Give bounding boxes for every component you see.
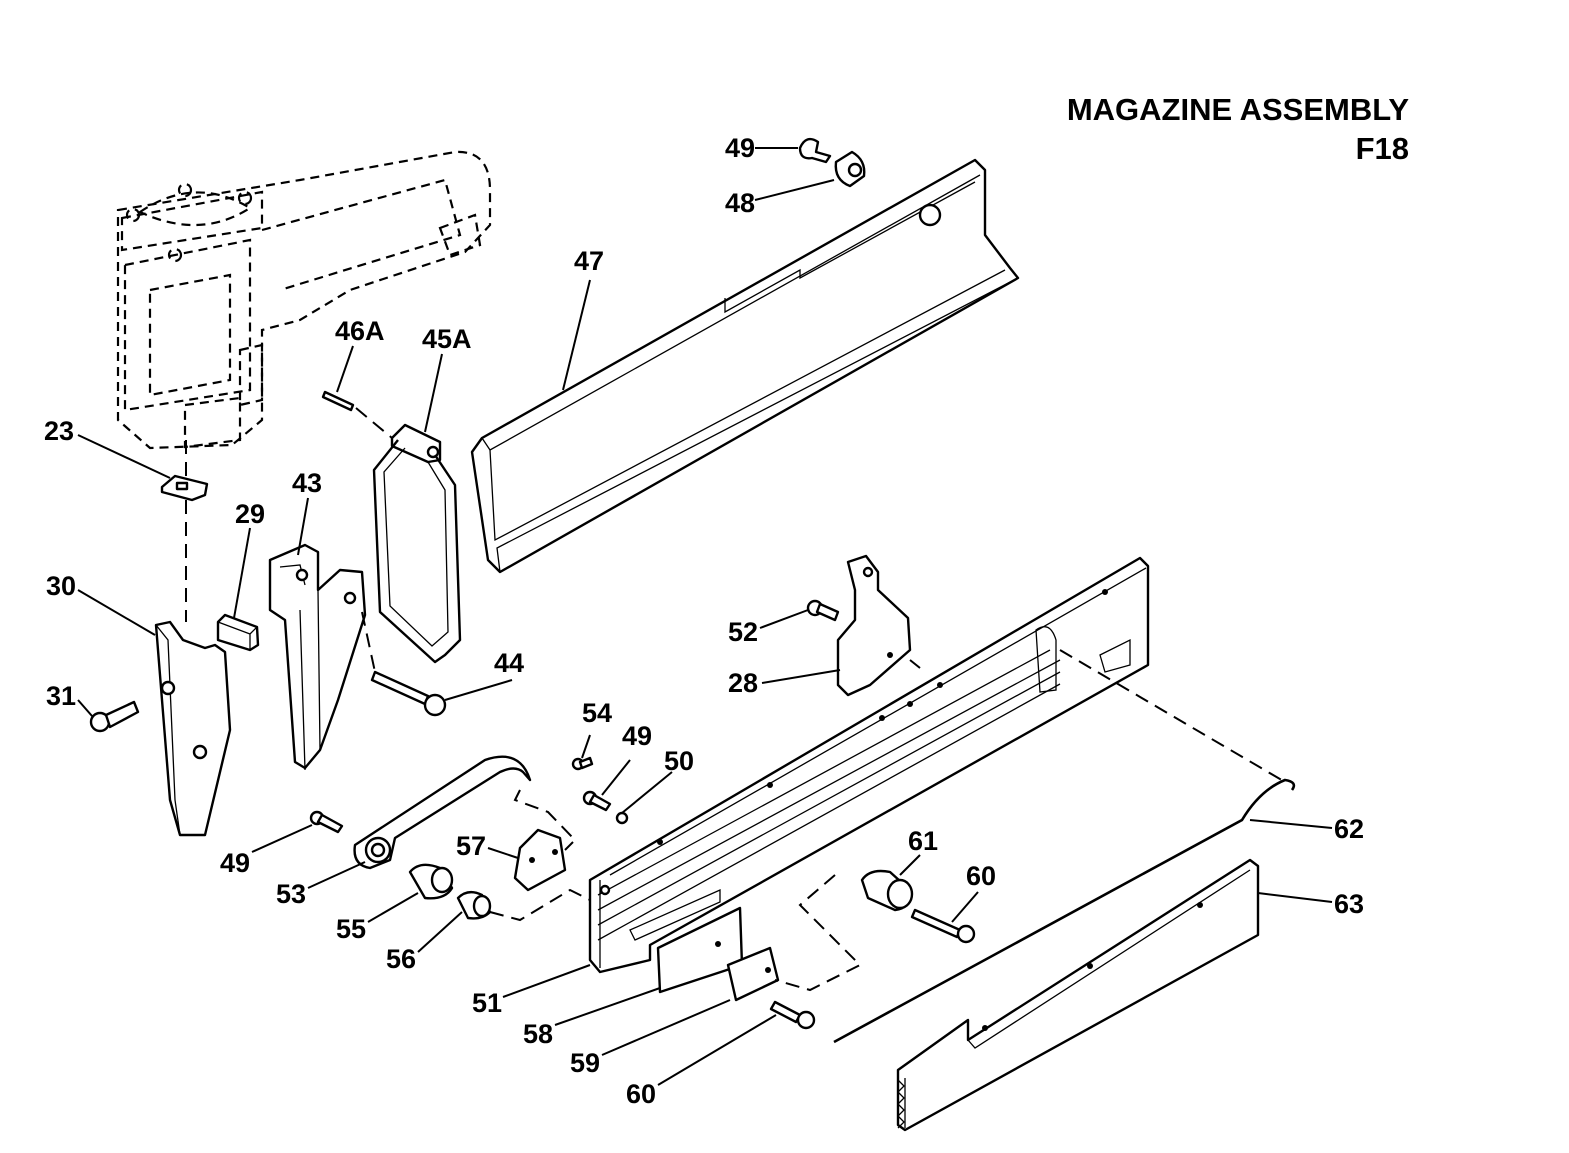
callout-55: 55: [336, 914, 366, 944]
diagram-title: MAGAZINE ASSEMBLY: [1066, 92, 1409, 127]
callout-46A: 46A: [335, 316, 385, 346]
callout-53: 53: [276, 879, 306, 909]
callout-31: 31: [46, 681, 76, 711]
part-30-nosepiece: [154, 620, 232, 837]
callout-56: 56: [386, 944, 416, 974]
part-46A-pin: [321, 390, 355, 412]
callout-49-middle: 49: [622, 721, 652, 751]
callout-63: 63: [1334, 889, 1364, 919]
callout-23: 23: [44, 416, 74, 446]
tool-body-outline: [116, 150, 492, 450]
part-63-cover-plate: [896, 858, 1260, 1132]
callout-45A: 45A: [422, 324, 472, 354]
part-31-screw: [89, 700, 140, 733]
callout-29: 29: [235, 499, 265, 529]
callout-43: 43: [292, 468, 322, 498]
part-51-magazine-body: [588, 556, 1150, 974]
part-43-guide: [268, 543, 367, 771]
callout-28: 28: [728, 668, 758, 698]
part-23-plate: [160, 474, 209, 502]
part-61-knob: [860, 869, 914, 912]
callout-58: 58: [523, 1019, 553, 1049]
part-56-spacer: [456, 890, 492, 920]
part-49-screw-middle: [582, 790, 612, 812]
part-55-spacer: [408, 863, 454, 900]
callout-50: 50: [664, 746, 694, 776]
callout-61: 61: [908, 826, 938, 856]
part-49-screw-lower: [309, 810, 344, 834]
callout-59: 59: [570, 1048, 600, 1078]
part-44-long-screw: [370, 670, 447, 717]
part-48-bushing: [834, 150, 866, 188]
assembly-dash-lines: [185, 407, 1286, 992]
callout-47: 47: [574, 246, 604, 276]
callout-49-top: 49: [725, 133, 755, 163]
part-28-bracket: [836, 554, 912, 697]
part-52-screw: [806, 599, 840, 622]
part-45A-latch: [372, 423, 462, 664]
part-53-feeder-arm: [353, 755, 532, 870]
callout-57: 57: [456, 831, 486, 861]
callout-44: 44: [494, 648, 524, 678]
part-47-magazine-channel: [470, 158, 1020, 574]
figure-code: F18: [1355, 131, 1409, 166]
callout-60-upper: 60: [966, 861, 996, 891]
part-57-block: [513, 828, 567, 892]
callout-labels: 49 48 47 46A 45A 23 43 29 30 31 44 52 28…: [44, 133, 1364, 1109]
callout-60-lower: 60: [626, 1079, 656, 1109]
part-54-screw: [571, 756, 594, 771]
callout-49-lower: 49: [220, 848, 250, 878]
part-62-rod: [833, 778, 1296, 1044]
callout-52: 52: [728, 617, 758, 647]
part-60-screw-upper: [910, 908, 976, 944]
callout-51: 51: [472, 988, 502, 1018]
callout-30: 30: [46, 571, 76, 601]
part-50-washer: [615, 811, 629, 825]
callout-48: 48: [725, 188, 755, 218]
callout-62: 62: [1334, 814, 1364, 844]
callout-54: 54: [582, 698, 612, 728]
part-60-screw-lower: [769, 1000, 816, 1030]
callout-leaders: [77, 147, 1333, 1086]
part-49-screw-upper: [798, 137, 832, 164]
part-29-block: [216, 613, 260, 652]
